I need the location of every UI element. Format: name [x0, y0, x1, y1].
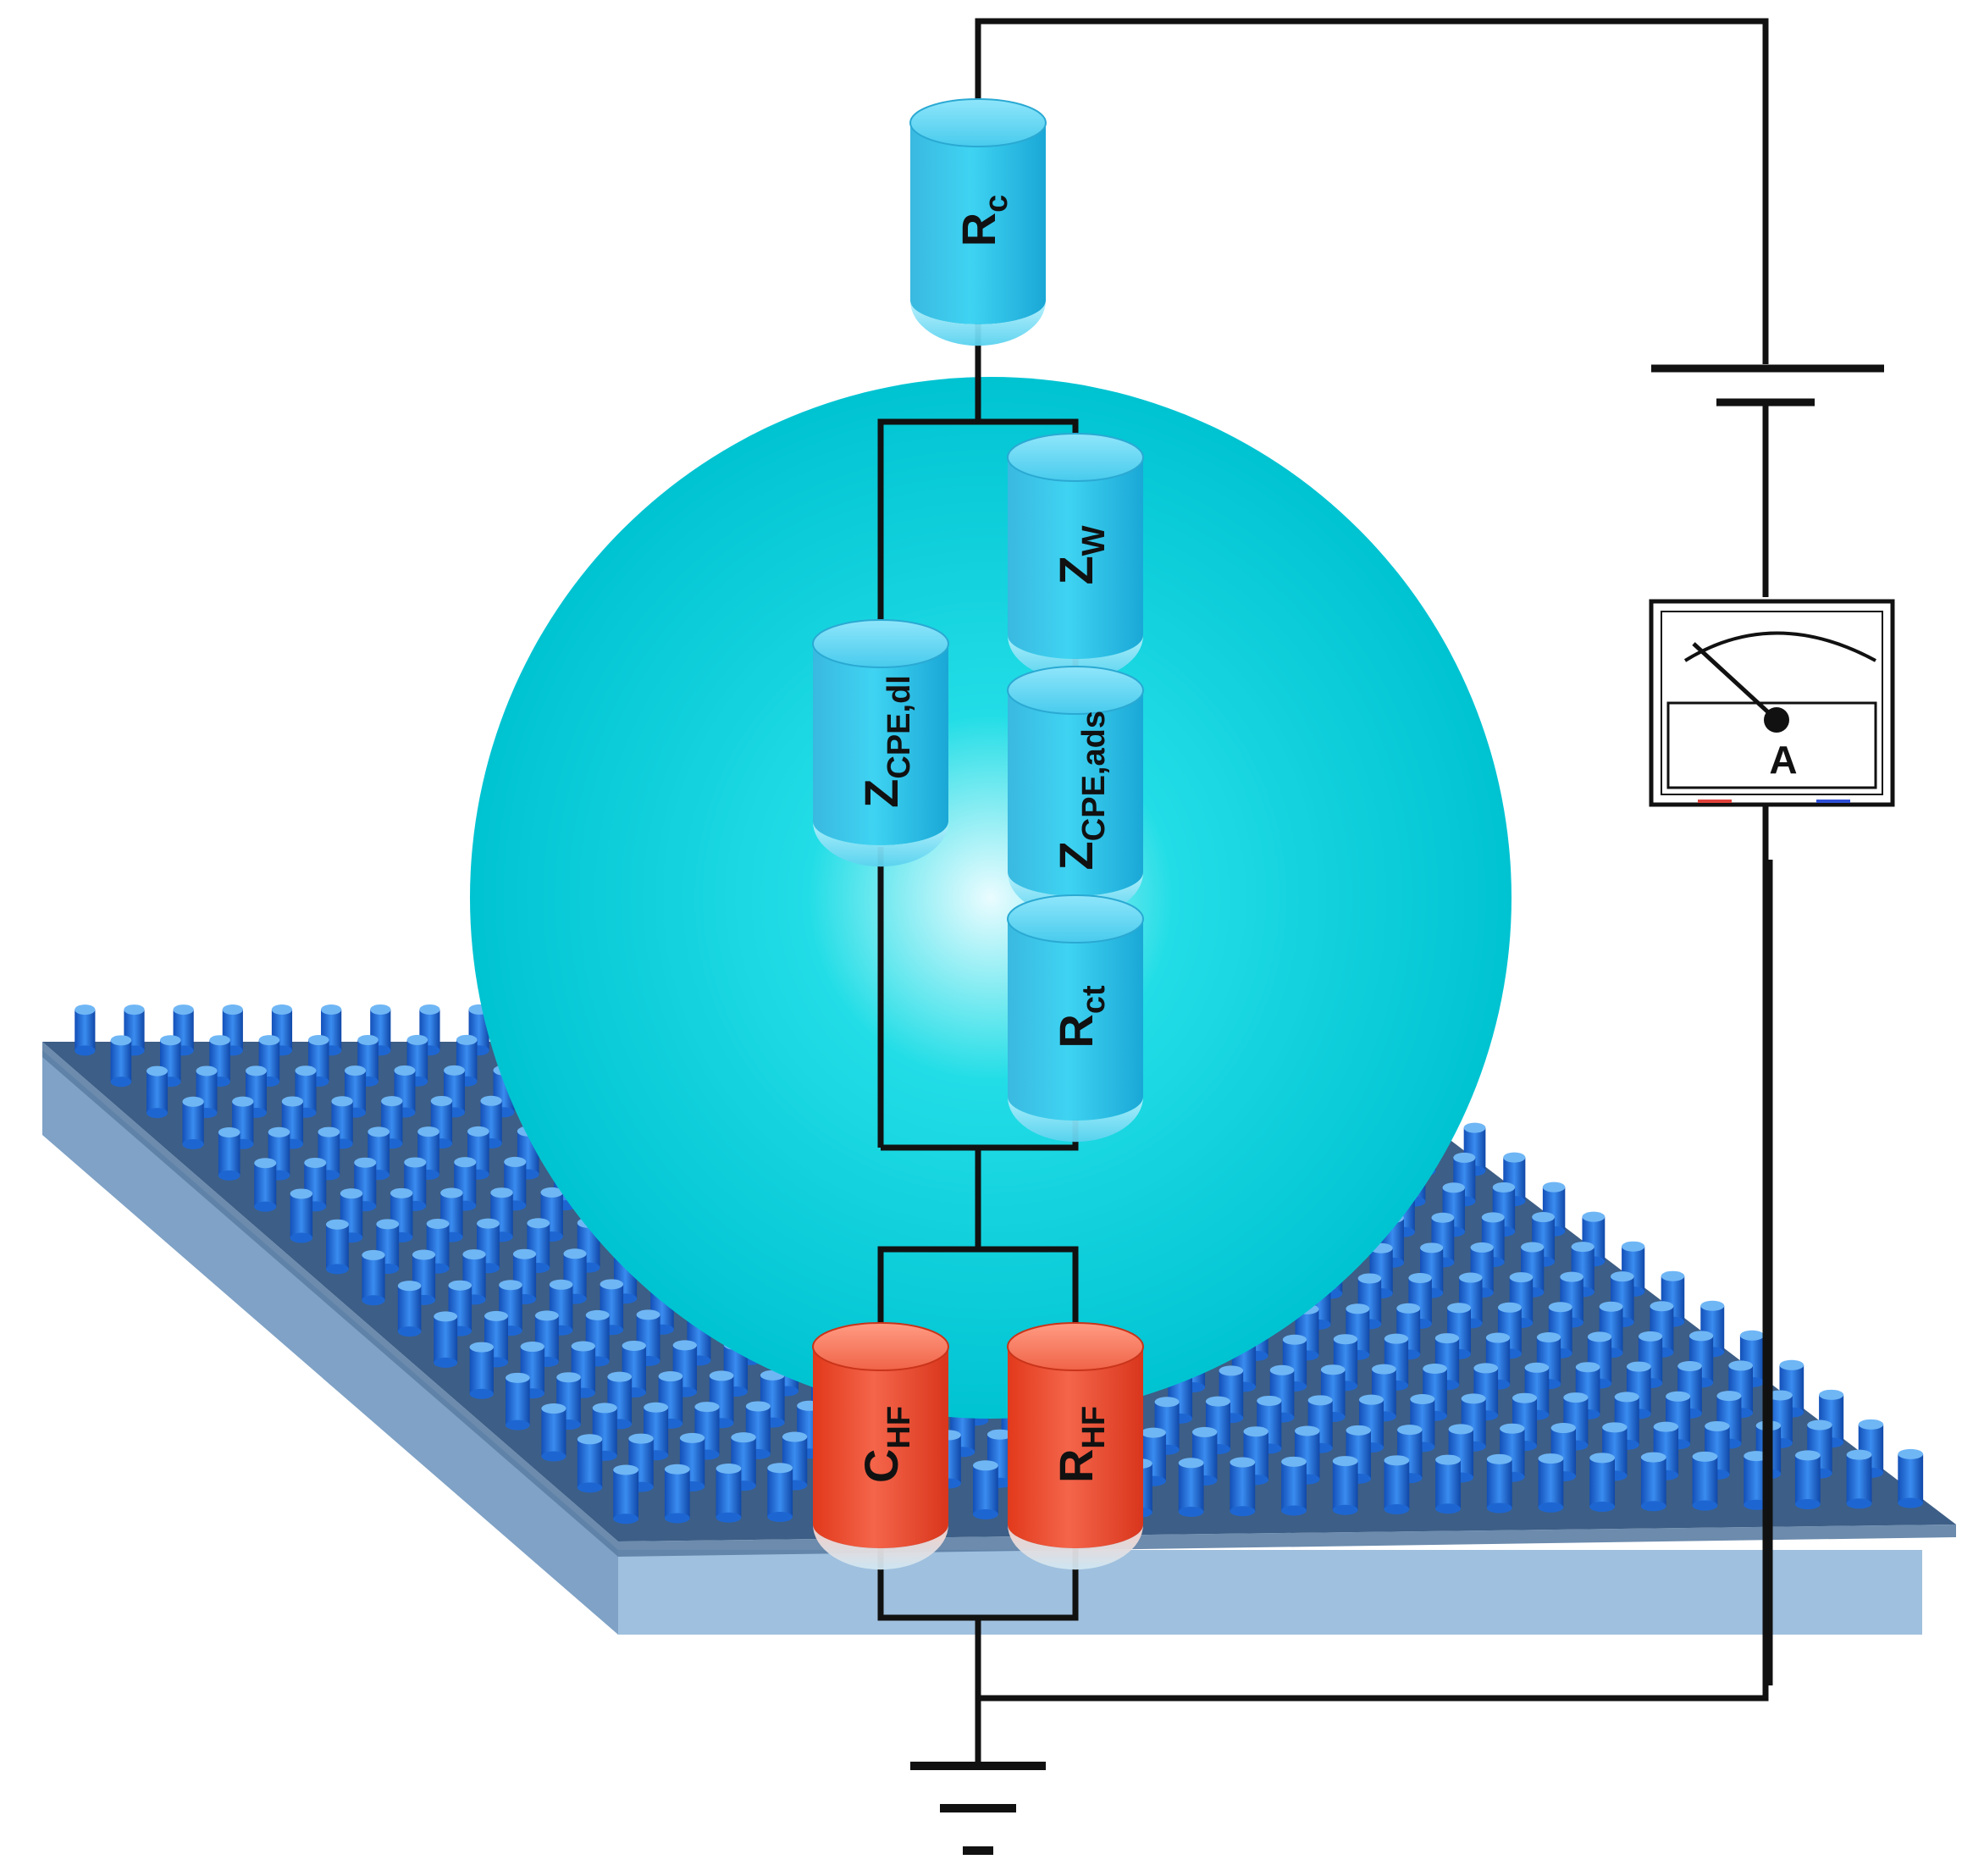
nanopillar: [577, 1434, 603, 1493]
component-chf: CHF: [812, 1322, 949, 1570]
nanopillar: [505, 1372, 530, 1431]
ammeter-needle: [1692, 642, 1778, 722]
nanopillar: [218, 1127, 240, 1181]
nanopillar: [397, 1281, 422, 1337]
nanopillar: [124, 1004, 145, 1056]
nanopillar: [1178, 1458, 1204, 1517]
nanopillar: [613, 1464, 638, 1525]
substrate-side-face: [42, 1050, 618, 1635]
nanopillar: [1589, 1453, 1616, 1513]
wire-return-loop: [978, 805, 1769, 1702]
nanopillar: [716, 1464, 742, 1523]
nanopillar: [1846, 1449, 1872, 1509]
nanopillar: [1898, 1448, 1924, 1508]
nanopillar: [362, 1249, 385, 1306]
nanopillar: [664, 1464, 690, 1524]
nanopillar: [381, 1096, 403, 1149]
nanopillar: [541, 1403, 566, 1462]
nanopillar: [1281, 1456, 1307, 1516]
nanopillar: [254, 1158, 277, 1212]
nanopillar: [75, 1004, 96, 1056]
nanopillar: [469, 1342, 494, 1399]
nanopillar: [1384, 1455, 1410, 1515]
nanopillar: [434, 1311, 458, 1368]
nanopillar: [1486, 1453, 1512, 1514]
nanopillar: [110, 1035, 132, 1087]
ammeter-pivot: [1764, 707, 1789, 733]
nanopillar: [173, 1004, 194, 1056]
nanopillar: [1640, 1452, 1666, 1512]
nanopillar: [182, 1096, 204, 1149]
nanopillar: [326, 1219, 349, 1275]
nanopillar: [1372, 1364, 1396, 1422]
component-label: ZCPE,dl: [854, 675, 917, 808]
component-rc: Rc: [909, 98, 1047, 346]
nanopillar: [331, 1096, 353, 1149]
component-rhf: RHF: [1007, 1322, 1144, 1570]
nanopillar: [1332, 1456, 1358, 1515]
component-label: RHF: [1049, 1406, 1112, 1483]
wire-lower-parallel-top: [877, 1246, 1079, 1347]
nanopillar: [1396, 1303, 1421, 1360]
nanopillar: [1423, 1364, 1447, 1421]
ammeter-scale-arc: [1683, 631, 1876, 662]
nanopillar: [760, 1370, 785, 1428]
nanopillar: [1492, 1181, 1516, 1237]
nanopillar: [972, 1460, 998, 1519]
wire-top-loop: [975, 18, 1769, 364]
battery-symbol: [1651, 364, 1884, 407]
circuit-wires: [877, 18, 1773, 1766]
nanopillar: [1230, 1457, 1256, 1517]
nanopillar: [1538, 1453, 1564, 1513]
electrolyte-sphere: [470, 377, 1512, 1419]
nanopillar: [767, 1463, 793, 1522]
component-label: Rc: [952, 195, 1014, 247]
ground-icon: [910, 1762, 1046, 1855]
component-zw: ZW: [1007, 433, 1144, 681]
nanopillar: [1692, 1451, 1718, 1511]
nanopillar: [354, 1157, 377, 1212]
nanopillar: [376, 1219, 400, 1275]
nanopillar: [484, 1310, 508, 1368]
nanopillar: [1435, 1454, 1461, 1514]
nanopillar: [1794, 1450, 1821, 1510]
nanopillar: [440, 1187, 463, 1242]
component-label: Rct: [1049, 985, 1112, 1049]
nanopillar: [146, 1065, 168, 1119]
substrate-front-face: [618, 1550, 1922, 1635]
component-rct: Rct: [1007, 894, 1144, 1143]
ammeter-label: A: [1769, 738, 1797, 782]
nanopillar: [1346, 1425, 1371, 1484]
nanopillar: [1243, 1426, 1268, 1486]
component-label: ZW: [1049, 525, 1112, 584]
component-label: CHF: [854, 1406, 917, 1483]
ammeter-icon: A: [1649, 599, 1895, 807]
nanopillar: [290, 1188, 313, 1243]
component-zcpe-dl: ZCPE,dl: [812, 619, 949, 867]
component-zcpe-ads: ZCPE,ads: [1007, 666, 1144, 918]
nanopillar: [448, 1280, 473, 1336]
nanopillar: [563, 1248, 587, 1304]
component-label: ZCPE,ads: [1049, 711, 1112, 870]
